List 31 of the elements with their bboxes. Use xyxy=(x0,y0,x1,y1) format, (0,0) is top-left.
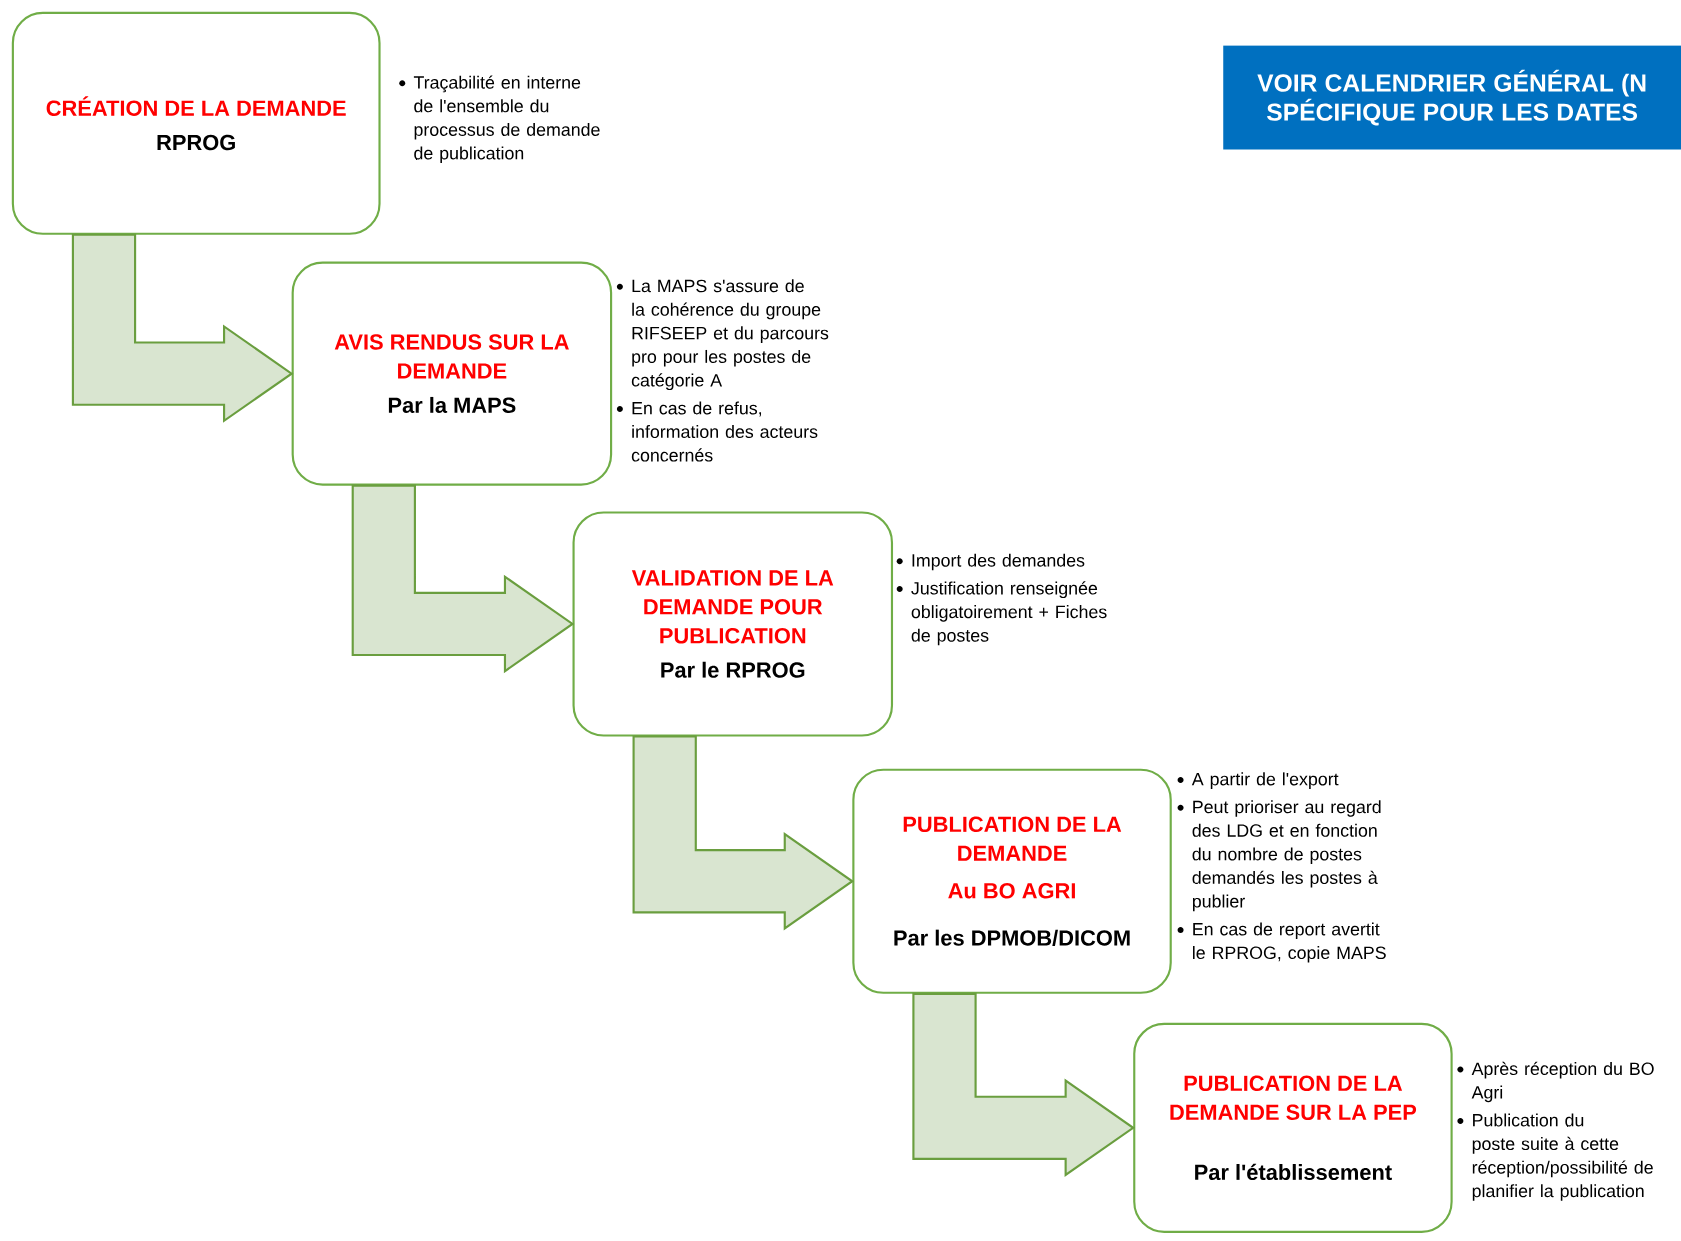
box-heading: CRÉATION DE LA DEMANDE xyxy=(46,96,346,116)
box-heading: Au BO AGRI xyxy=(948,882,1075,899)
box-heading: AVIS RENDUS SUR LA DEMANDE xyxy=(334,334,569,379)
bullet-text: Publication du poste suite à cette réception/possibilité de planifier la publication xyxy=(1472,1113,1653,1201)
process-box xyxy=(11,11,381,235)
box-heading: PUBLICATION DE LA DEMANDE SUR LA PEP xyxy=(1170,1075,1417,1120)
block-arrow xyxy=(632,735,855,931)
box-heading: Par les DPMOB/DICOM xyxy=(894,929,1130,946)
box-heading: RPROG xyxy=(157,134,235,150)
box-heading: Par l'établissement xyxy=(1195,1163,1392,1180)
box-heading: PUBLICATION DE LA DEMANDE xyxy=(903,816,1122,861)
block-arrow xyxy=(71,233,294,423)
box-heading: Par la MAPS xyxy=(388,396,516,413)
bullet-text: La MAPS s'assure de la cohérence du groupe RIFSEEP et du parcours pro pour les postes de catégorie A xyxy=(631,278,829,390)
bullet-text: Justification renseignée obligatoirement + Fiches de postes xyxy=(911,581,1107,646)
block-arrow xyxy=(351,484,575,673)
box-heading: VALIDATION DE LA DEMANDE POUR PUBLICATION xyxy=(631,569,834,644)
process-box xyxy=(1133,1022,1453,1233)
bullet-text: Après réception du BO Agri xyxy=(1471,1061,1654,1102)
bullet-text: Traçabilité en interne de l'ensemble du processus de demande de publication xyxy=(413,75,600,163)
bullet-text: En cas de report avertit le RPROG, copie MAPS xyxy=(1193,922,1386,963)
process-box xyxy=(291,261,613,486)
process-box xyxy=(852,768,1172,994)
bullet-text: Peut prioriser au regard des LDG et en fonction du nombre de postes demandés les postes à publier xyxy=(1192,800,1381,911)
process-box xyxy=(572,511,894,737)
banner: VOIR CALENDRIER GÉNÉRAL (N SPÉCIFIQUE POUR LES DATES xyxy=(1223,45,1681,150)
box-heading: Par le RPROG xyxy=(661,661,805,678)
bullet-text: A partir de l'export xyxy=(1191,772,1339,789)
bullet-text: En cas de refus, information des acteurs concernés xyxy=(631,401,818,462)
block-arrow xyxy=(912,992,1136,1177)
bullet-text: Import des demandes xyxy=(912,553,1085,570)
